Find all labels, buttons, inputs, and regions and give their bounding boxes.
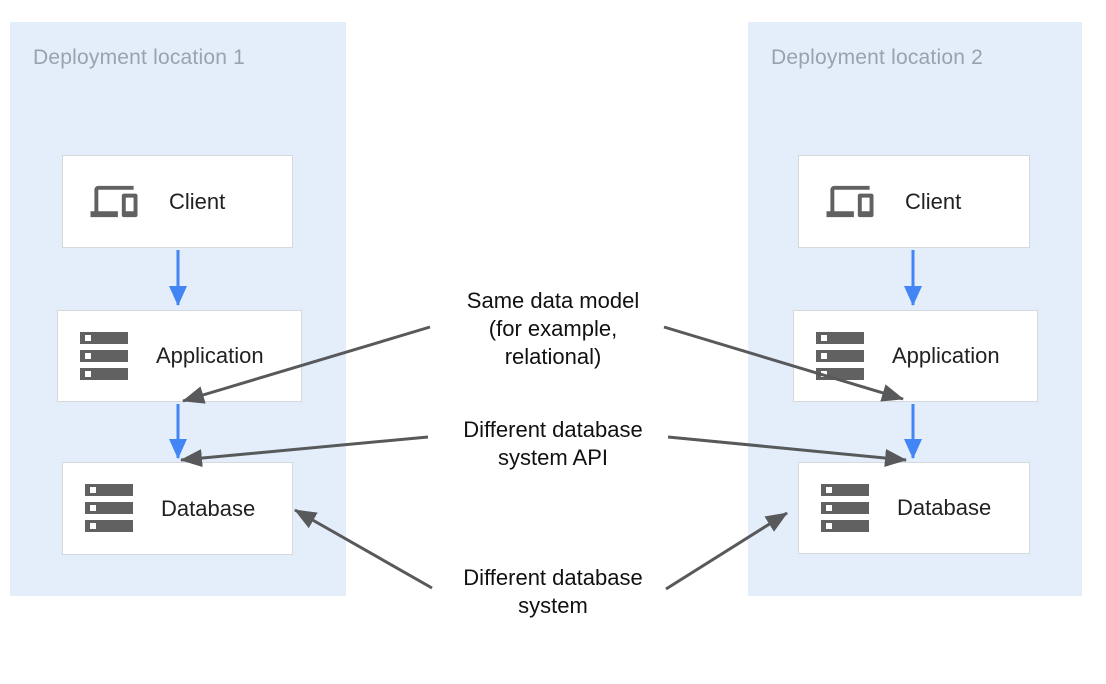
annotation-different-database-system-api: Different database system API (428, 416, 678, 472)
annotation-line: relational) (504, 344, 602, 369)
server-stack-icon (816, 331, 866, 381)
node-label: Client (169, 188, 226, 214)
annotation-line: (for example, (488, 316, 618, 341)
annotation-different-database-system: Different database system (428, 564, 678, 620)
node-database-right: Database (798, 462, 1030, 554)
node-client-right: Client (798, 155, 1030, 248)
node-application-left: Application (57, 310, 302, 402)
annotation-same-data-model: Same data model (for example, relational… (428, 287, 678, 371)
annotation-line: Different database (463, 417, 643, 442)
devices-icon (821, 178, 879, 225)
deployment-location-1-title: Deployment location 1 (33, 46, 245, 69)
annotation-line: Different database (463, 565, 643, 590)
node-label: Database (161, 495, 256, 521)
node-label: Client (905, 188, 962, 214)
annotation-line: system (518, 593, 588, 618)
annotation-line: system API (497, 445, 609, 470)
node-label: Database (897, 495, 992, 520)
node-application-right: Application (793, 310, 1038, 402)
node-label: Application (892, 343, 1000, 368)
deployment-location-2-title: Deployment location 2 (771, 46, 983, 69)
server-stack-icon (85, 484, 135, 533)
node-label: Application (156, 343, 264, 368)
node-client-left: Client (62, 155, 293, 248)
annotation-line: Same data model (466, 288, 640, 313)
server-stack-icon (80, 331, 130, 381)
server-stack-icon (821, 483, 871, 533)
node-database-left: Database (62, 462, 293, 555)
devices-icon (85, 178, 143, 225)
